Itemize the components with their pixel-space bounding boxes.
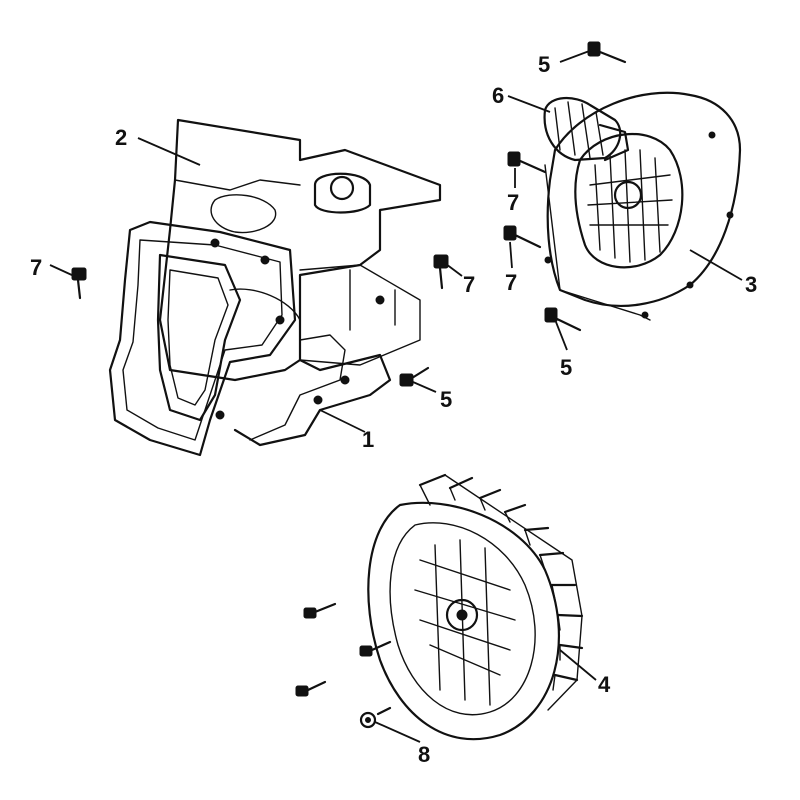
- callout-part-6: 6: [492, 83, 504, 108]
- bolt-upper-7: [507, 151, 547, 174]
- callout-part-7-left: 7: [30, 255, 42, 280]
- bolt-group: [71, 41, 627, 729]
- screw-fan-3: [295, 680, 327, 697]
- callout-part-1: 1: [362, 427, 374, 452]
- nut-8: [359, 706, 392, 729]
- bolt-right-5: [544, 307, 582, 332]
- callout-labels: 2 1 3 4 5 5 5 6 7 7 7 7 8: [30, 52, 757, 767]
- callout-part-7-lower: 7: [505, 270, 517, 295]
- bolt-left-7: [71, 267, 87, 300]
- callout-part-7-upper: 7: [507, 190, 519, 215]
- engine-shroud-part: [158, 118, 442, 447]
- callout-part-2: 2: [115, 125, 127, 150]
- screw-fan-2: [359, 640, 392, 657]
- callout-part-5-right: 5: [560, 355, 572, 380]
- callout-part-5-middle: 5: [440, 387, 452, 412]
- cooling-fan-wheel-part: [367, 473, 584, 741]
- callout-part-5-top: 5: [538, 52, 550, 77]
- bolt-middle-7: [433, 254, 449, 290]
- callout-part-8: 8: [418, 742, 430, 767]
- leader-lines: [49, 49, 743, 743]
- spark-plug-cap-part: [543, 97, 630, 162]
- bolt-top-5: [587, 41, 627, 64]
- bolt-lower-7: [503, 225, 542, 249]
- screw-fan-1: [303, 602, 337, 619]
- callout-part-4: 4: [598, 672, 611, 697]
- fan-cover-part: [544, 91, 742, 321]
- callout-part-7-middle: 7: [463, 272, 475, 297]
- gasket-frame-part: [108, 220, 297, 457]
- callout-part-3: 3: [745, 272, 757, 297]
- bolt-middle-5: [399, 366, 430, 387]
